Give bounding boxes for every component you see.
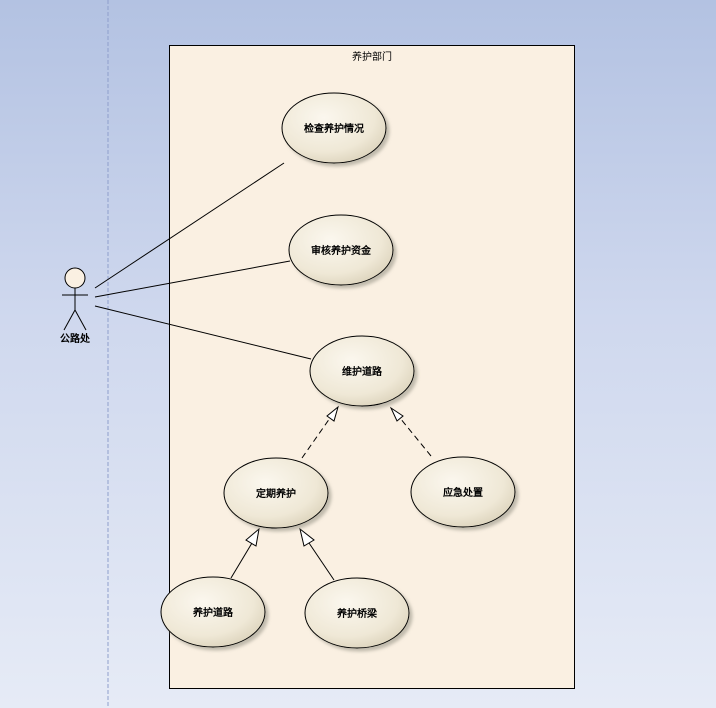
use-case-emergency-label: 应急处置 — [443, 486, 483, 499]
use-case-audit[interactable] — [288, 214, 394, 286]
use-case-maintain[interactable] — [309, 335, 415, 407]
use-case-periodic[interactable] — [223, 457, 329, 529]
generalization-road-to-periodic[interactable] — [230, 527, 260, 579]
use-case-check[interactable] — [281, 92, 387, 164]
use-case-audit-label: 审核养护资金 — [311, 244, 372, 257]
relation-periodic-to-maintain[interactable] — [301, 405, 339, 459]
use-case-bridge[interactable] — [304, 577, 410, 649]
system-boundary-label: 养护部门 — [352, 50, 392, 63]
use-case-periodic-label: 定期养护 — [256, 487, 296, 500]
actor-icon[interactable] — [62, 267, 88, 331]
association-check[interactable] — [94, 162, 285, 289]
relation-emergency-to-maintain[interactable] — [389, 406, 432, 457]
use-case-maintain-label: 维护道路 — [342, 365, 383, 378]
use-case-bridge-label: 养护桥梁 — [336, 607, 378, 620]
use-case-road[interactable] — [160, 576, 266, 648]
association-audit[interactable] — [94, 260, 291, 298]
actor-label: 公路处 — [60, 332, 91, 345]
use-case-road-label: 养护道路 — [192, 606, 234, 619]
association-maintain[interactable] — [94, 305, 312, 360]
use-case-emergency[interactable] — [410, 456, 516, 528]
generalization-bridge-to-periodic[interactable] — [299, 527, 335, 581]
use-case-check-label: 检查养护情况 — [304, 122, 364, 135]
